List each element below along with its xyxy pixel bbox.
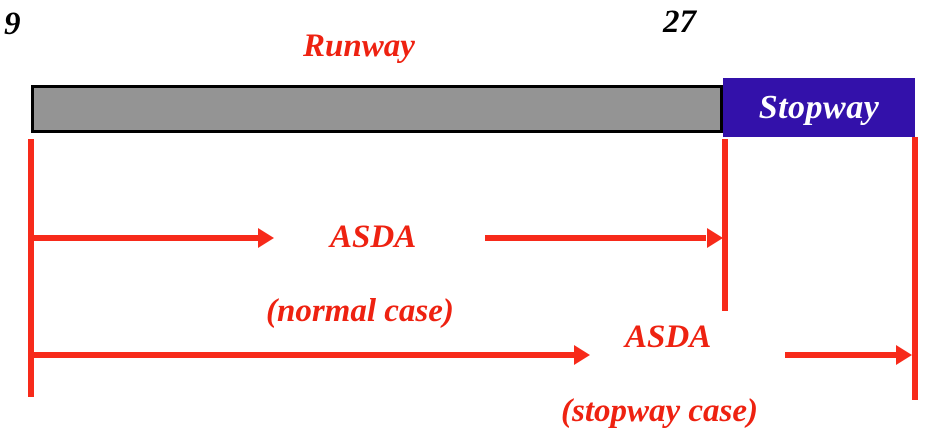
stopway-caption: Stopway [758,88,880,126]
asda-stopway-arrow-left-head-icon [574,345,590,365]
runway-threshold-27-label: 27 [663,4,696,40]
asda-normal-sublabel: (normal case) [266,293,454,329]
asda-stopway-arrow-right-shaft [785,352,897,358]
asda-stopway-arrow-left-shaft [31,352,579,358]
asda-stopway-sublabel: (stopway case) [561,393,759,429]
asda-normal-arrow-right-head-icon [707,228,723,248]
datum-line-stopway-end [912,137,918,400]
runway-surface-bar [31,85,723,133]
asda-normal-arrow-right-shaft [485,235,706,241]
asda-normal-arrow-left-head-icon [258,228,274,248]
asda-stopway-label: ASDA [625,319,712,355]
asda-normal-label: ASDA [330,219,417,255]
datum-line-runway-end [722,139,728,311]
datum-line-runway-start [28,139,34,397]
runway-caption: Runway [303,28,415,64]
asda-stopway-arrow-right-head-icon [896,345,912,365]
asda-normal-arrow-left-shaft [31,235,263,241]
stopway-surface-bar: Stopway [723,78,915,137]
runway-threshold-9-label: 9 [4,6,21,42]
